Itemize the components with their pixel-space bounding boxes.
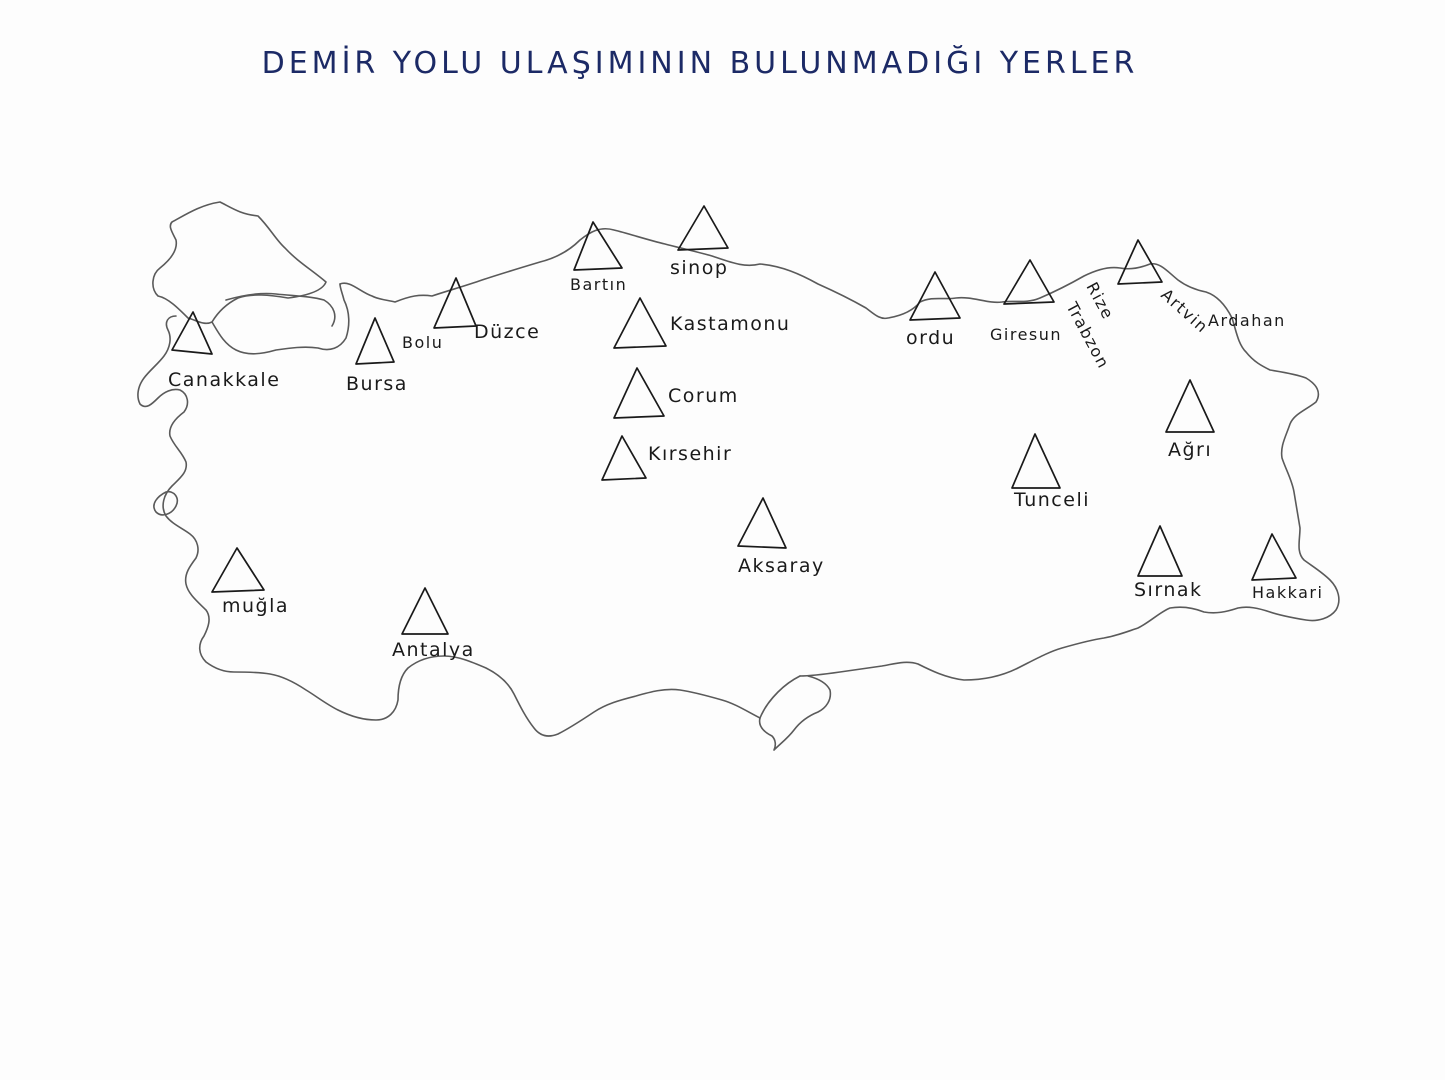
- triangle-icon: [171, 311, 213, 355]
- place-label: Canakkale: [168, 369, 280, 391]
- place-label: Bolu: [402, 333, 443, 352]
- triangle-icon: [355, 317, 395, 365]
- place-label: ordu: [906, 327, 955, 349]
- place-label: Giresun: [990, 325, 1062, 344]
- triangle-icon: [211, 547, 265, 593]
- place-label: Ardahan: [1208, 311, 1286, 330]
- triangle-icon: [613, 297, 667, 349]
- hatay-outline: [758, 675, 832, 751]
- triangle-icon: [1003, 259, 1055, 305]
- marmara-coast: [211, 283, 350, 355]
- anatolia-outline: [339, 227, 1340, 681]
- place-label: Ağrı: [1168, 439, 1212, 461]
- place-label: Bursa: [346, 373, 408, 395]
- triangle-icon: [601, 435, 647, 481]
- triangle-icon: [737, 497, 787, 549]
- place-label: Aksaray: [738, 555, 825, 577]
- place-label: sinop: [670, 257, 728, 279]
- map-title: DEMİR YOLU ULAŞIMININ BULUNMADIĞI YERLER: [261, 46, 1139, 81]
- triangle-icon: [677, 205, 729, 251]
- place-label: Tunceli: [1013, 489, 1090, 511]
- triangle-icon: [433, 277, 477, 329]
- place-label: Sırnak: [1134, 579, 1203, 601]
- place-label: Artvin: [1157, 285, 1212, 337]
- triangle-icon: [909, 271, 961, 321]
- triangle-icon: [573, 221, 623, 271]
- triangle-icon: [1165, 379, 1215, 433]
- place-label: Hakkari: [1252, 583, 1323, 602]
- thrace-outline: [152, 201, 327, 325]
- place-label: Corum: [668, 385, 739, 407]
- triangle-icon: [401, 587, 449, 635]
- triangle-icon: [1011, 433, 1061, 489]
- labels: Canakkale Bursa Bolu Düzce Bartın sinop …: [168, 257, 1323, 661]
- place-label: Düzce: [474, 321, 540, 343]
- place-label: Kırsehir: [648, 443, 732, 465]
- triangle-icon: [613, 367, 665, 419]
- triangle-icon: [1251, 533, 1297, 581]
- place-label: Bartın: [570, 275, 627, 294]
- markers: [171, 205, 1297, 635]
- marmara-island-line: [225, 292, 336, 327]
- place-label: Antalya: [392, 639, 475, 661]
- place-label: Kastamonu: [670, 313, 790, 335]
- triangle-icon: [1137, 525, 1183, 577]
- place-label: muğla: [222, 595, 289, 617]
- aegean-detail: [153, 490, 179, 516]
- south-coast-outline: [137, 315, 761, 737]
- triangle-icon: [1117, 239, 1163, 285]
